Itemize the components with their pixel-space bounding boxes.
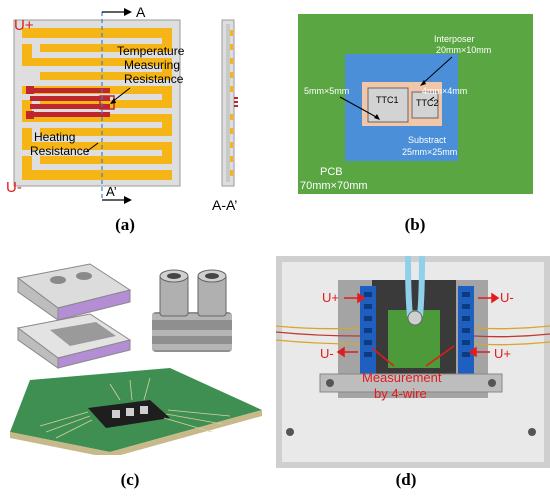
ttc2-label: TTC2 (416, 98, 439, 108)
caption-b: (b) (404, 215, 426, 234)
u-plus-left-label: U+ (322, 290, 339, 305)
cold-plate-exploded-view (16, 263, 132, 369)
heating-resistance-label-2: Resistance (30, 144, 90, 158)
measurement-label-1: Measurement (362, 370, 442, 385)
ttc2-size-label: 4mm×4mm (422, 86, 467, 96)
ttc1-label: TTC1 (376, 95, 399, 105)
panel-b: Interposer 20mm×10mm 5mm×5mm TTC1 TTC2 4… (290, 0, 550, 245)
caption-a: (a) (115, 215, 135, 234)
heating-resistance-trace (22, 28, 172, 180)
caption-c: (c) (120, 470, 140, 489)
u-plus-label: U+ (14, 17, 34, 34)
u-plus-right-label: U+ (494, 346, 511, 361)
test-chip-layout-diagram: A A’ U+ U- Temperature Measuring Resista… (6, 4, 238, 213)
caption-d: (d) (395, 470, 417, 489)
fluid-connector-block (152, 269, 232, 352)
u-minus-right-label: U- (500, 290, 514, 305)
pcb-label-2: 70mm×70mm (300, 180, 368, 192)
temp-resistance-label-1: Temperature (117, 44, 185, 58)
temp-resistance-label-3: Resistance (124, 72, 184, 86)
section-view (221, 19, 238, 187)
section-bottom-label: A’ (106, 184, 117, 199)
package-stack-diagram: Interposer 20mm×10mm 5mm×5mm TTC1 TTC2 4… (298, 14, 533, 194)
test-setup-photo: U+ U- U- U+ Measurement by 4-wire (275, 255, 550, 468)
ttc1-chip (367, 87, 409, 123)
test-pcb-board (10, 368, 262, 458)
heating-resistance-label-1: Heating (34, 130, 75, 144)
substract-label-1: Substract (408, 135, 447, 145)
panel-c: (c) (0, 250, 270, 496)
ttc1-size-label: 5mm×5mm (304, 86, 349, 96)
panel-a: A A’ U+ U- Temperature Measuring Resista… (0, 0, 260, 245)
interposer-label-1: Interposer (434, 34, 475, 44)
u-minus-label: U- (6, 179, 22, 196)
substract-label-2: 25mm×25mm (402, 147, 457, 157)
pcb-label-1: PCB (320, 166, 343, 178)
section-view-label: A-A’ (212, 197, 237, 213)
panel-d: U+ U- U- U+ Measurement by 4-wire (d) (275, 255, 550, 496)
ttc2-chip (411, 91, 439, 119)
temp-resistance-label-2: Measuring (124, 58, 180, 72)
section-top-label: A (136, 4, 146, 20)
interposer-label-2: 20mm×10mm (436, 45, 491, 55)
hardware-render-image (10, 263, 262, 458)
measurement-label-2: by 4-wire (374, 386, 427, 401)
u-minus-left-label: U- (320, 346, 334, 361)
